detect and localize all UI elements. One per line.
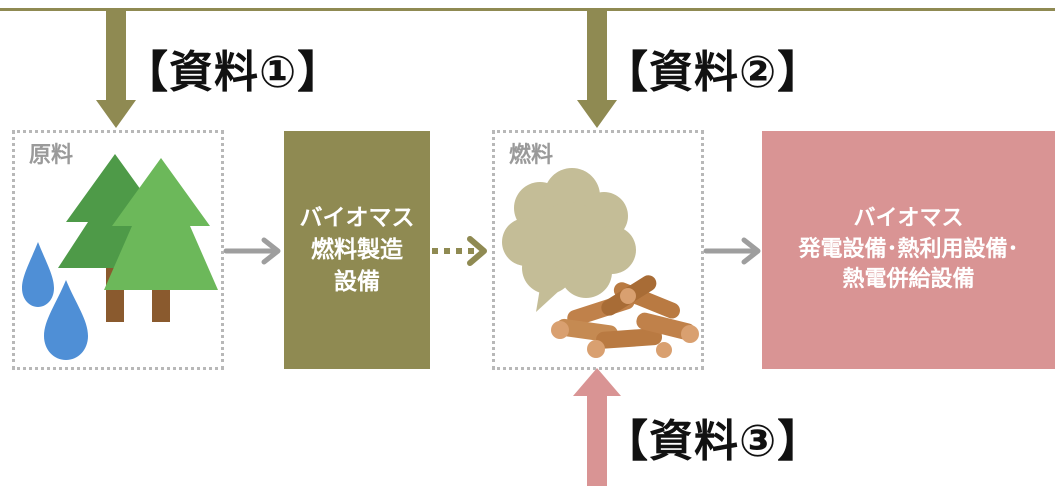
flow-arrow-1 bbox=[223, 237, 281, 265]
ref2-label: 【資料②】 bbox=[604, 47, 823, 98]
manufacturing-box: バイオマス 燃料製造 設備 bbox=[284, 131, 430, 369]
tree-icon bbox=[104, 158, 218, 322]
fuel-label: 燃料 bbox=[509, 143, 554, 168]
up-arrow-ref3 bbox=[573, 368, 621, 486]
flow-arrow-2-dotted bbox=[432, 236, 487, 266]
water-drop-icon bbox=[44, 280, 88, 360]
fuel-group: 燃料 bbox=[492, 130, 704, 370]
utilization-box: バイオマス 発電設備･熱利用設備･ 熱電併給設備 bbox=[762, 131, 1055, 369]
ref3-label: 【資料③】 bbox=[604, 416, 823, 467]
raw-material-label: 原料 bbox=[29, 143, 74, 168]
utilization-box-text: バイオマス 発電設備･熱利用設備･ 熱電併給設備 bbox=[798, 205, 1019, 293]
ref1-label: 【資料①】 bbox=[124, 47, 343, 98]
down-arrow-ref1 bbox=[96, 8, 136, 128]
down-arrow-ref2 bbox=[577, 8, 617, 128]
cloud-icon bbox=[502, 168, 636, 312]
flow-arrow-3 bbox=[703, 237, 761, 265]
top-line bbox=[0, 8, 1055, 11]
raw-material-group: 原料 bbox=[12, 130, 224, 370]
water-drop-icon bbox=[22, 242, 54, 307]
manufacturing-box-text: バイオマス 燃料製造 設備 bbox=[299, 204, 415, 296]
firewood-icon bbox=[551, 275, 699, 358]
